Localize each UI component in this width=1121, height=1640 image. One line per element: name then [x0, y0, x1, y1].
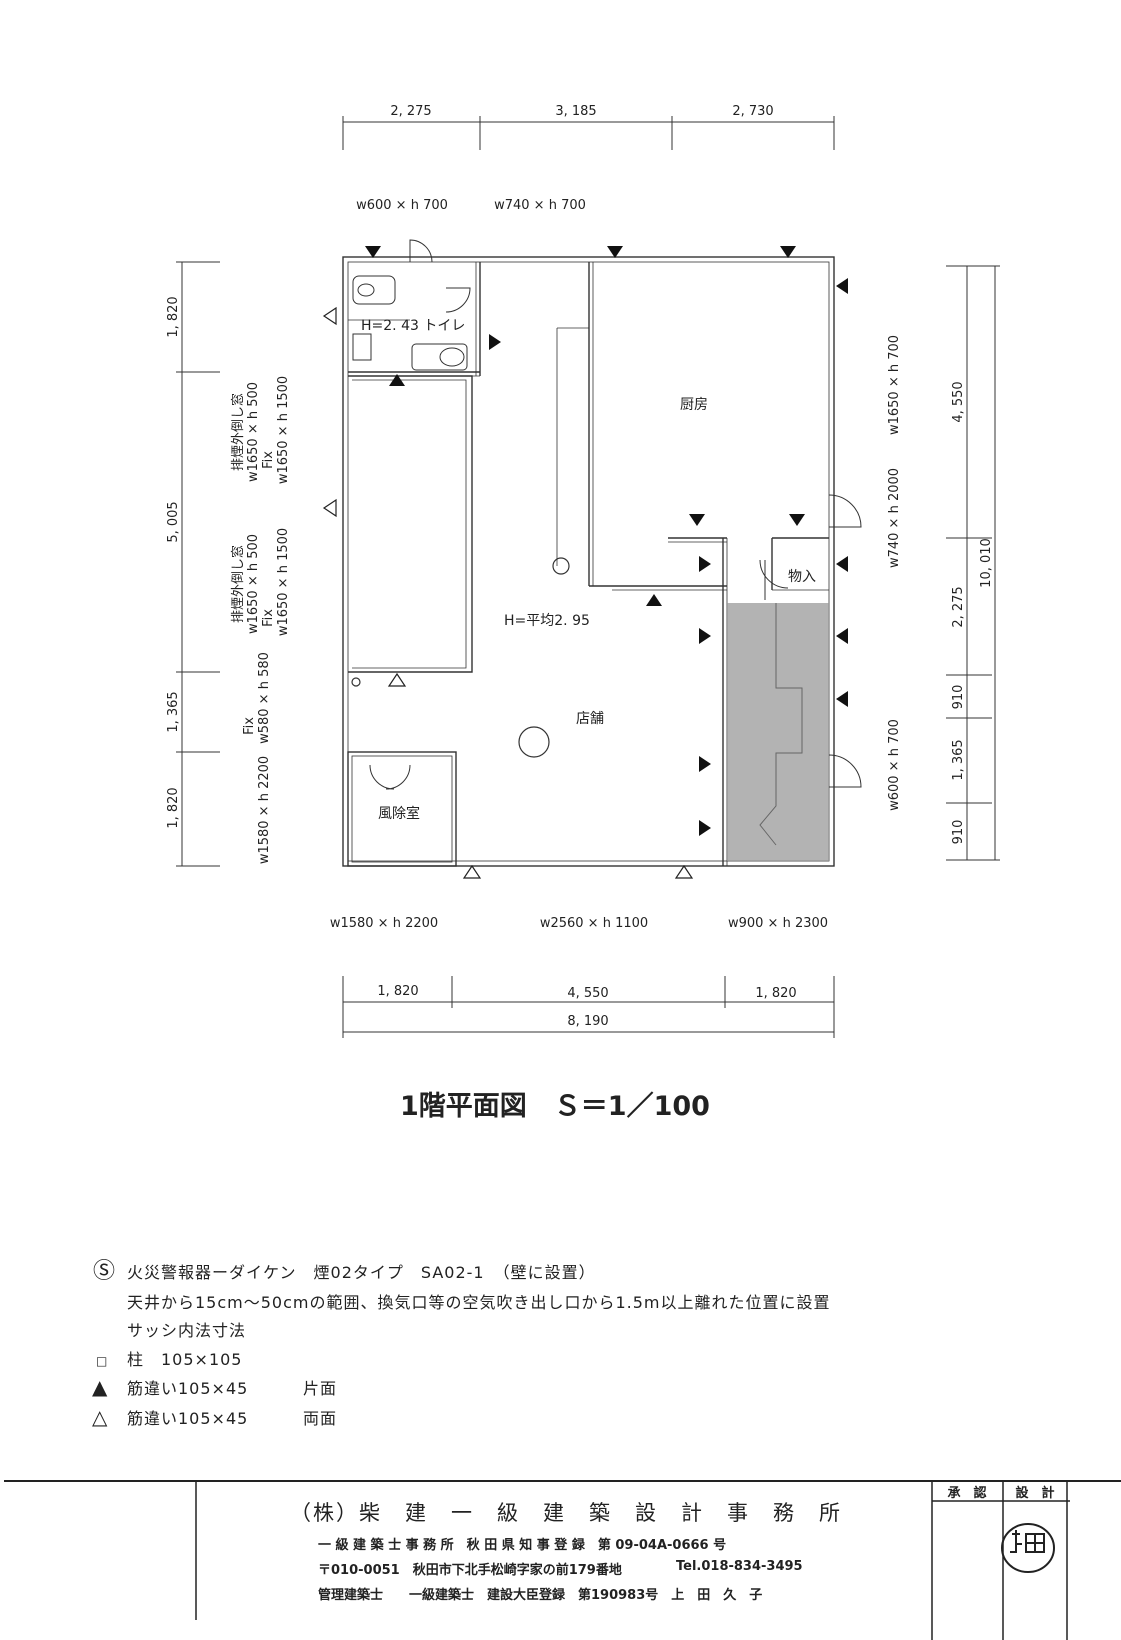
ceiling-height: H=平均2. 95	[504, 613, 590, 629]
opening-bottom-2: w2560 × h 1100	[540, 916, 648, 931]
legend-smoke-text-1: 火災警報器ーダイケン 煙02タイプ SA02-1 （壁に設置）	[127, 1263, 596, 1282]
room-kitchen: 厨房	[680, 397, 708, 413]
dim-left-4: 1, 820	[166, 787, 181, 828]
opening-top-2: w740 × h 700	[494, 198, 586, 213]
opening-left-b-3: Fix	[261, 609, 276, 627]
legend-brace-single-text: 筋違い105×45	[127, 1379, 249, 1398]
filled-triangle-icon: ▲	[92, 1375, 109, 1399]
column-square-icon: □	[96, 1354, 109, 1368]
walls	[342, 256, 835, 867]
dim-bottom-total: 8, 190	[567, 1014, 608, 1029]
drawing-title: 1階平面図 Ｓ＝1／100	[400, 1091, 710, 1122]
right-dimension-lines	[946, 265, 1000, 861]
room-toilet: H=2. 43 トイレ	[361, 318, 465, 334]
top-dimension-line	[342, 116, 835, 150]
office-tel: Tel.018-834-3495	[676, 1559, 803, 1574]
dim-right-5: 910	[951, 820, 966, 845]
dim-top-3: 2, 730	[732, 104, 773, 119]
bottom-dimension-lines	[342, 976, 835, 1038]
legend-smoke-text-2-row: 天井から15cm～50cmの範囲、換気口等の空気吹き出し口から1.5m以上離れた…	[127, 1289, 831, 1313]
title-block-frame	[4, 1480, 1121, 1640]
opening-top-1: w600 × h 700	[356, 198, 448, 213]
designer-stamp	[1001, 1523, 1055, 1573]
toilet-fixtures	[352, 275, 468, 371]
door-swings	[369, 239, 862, 790]
dim-bottom-3: 1, 820	[755, 986, 796, 1001]
opening-right-2: w740 × h 2000	[887, 468, 902, 568]
dim-right-total: 10, 010	[979, 538, 994, 588]
opening-left-a-2: w1650 × h 500	[246, 382, 261, 482]
stair-hatch	[727, 603, 829, 861]
dim-left-3: 1, 365	[166, 691, 181, 732]
left-dimension-line	[176, 261, 220, 867]
opening-left-b-2: w1650 × h 500	[246, 534, 261, 634]
brace-double-markers	[322, 306, 694, 879]
legend-brace-single-row: ▲ 筋違い105×45 片面	[92, 1375, 337, 1399]
dim-right-2: 2, 275	[951, 586, 966, 627]
legend-column-text: 柱 105×105	[127, 1350, 243, 1369]
office-name: （株）柴 建 一 級 建 築 設 計 事 務 所	[290, 1501, 842, 1525]
opening-left-c-2: w580 × h 580	[257, 652, 272, 744]
opening-left-a-1: 排煙外倒し窓	[230, 393, 246, 471]
legend-smoke-detector: Ⓢ 火災警報器ーダイケン 煙02タイプ SA02-1 （壁に設置）	[93, 1253, 596, 1285]
legend-brace-double-text: 筋違い105×45	[127, 1409, 249, 1428]
legend-sash-row: サッシ内法寸法	[127, 1317, 246, 1341]
opening-left-b-1: 排煙外倒し窓	[230, 545, 246, 623]
dim-bottom-1: 1, 820	[377, 984, 418, 999]
office-address: 〒010-0051 秋田市下北手松崎字家の前179番地	[318, 1563, 622, 1578]
opening-left-b-4: w1650 × h 1500	[276, 528, 291, 636]
opening-bottom-1: w1580 × h 2200	[330, 916, 438, 931]
opening-right-1: w1650 × h 700	[887, 335, 902, 435]
opening-left-c-1: Fix	[242, 717, 257, 735]
dim-bottom-2: 4, 550	[567, 986, 608, 1001]
office-registration: 一 級 建 築 士 事 務 所 秋 田 県 知 事 登 録 第 09-04A-0…	[318, 1538, 727, 1553]
opening-left-d: w1580 × h 2200	[257, 756, 272, 864]
room-storage: 物入	[788, 569, 816, 585]
round-columns	[351, 557, 570, 758]
opening-bottom-3: w900 × h 2300	[728, 916, 828, 931]
dim-right-4: 1, 365	[951, 739, 966, 780]
legend-sash-text: サッシ内法寸法	[127, 1321, 247, 1340]
brace-single-markers	[365, 246, 848, 836]
outline-triangle-icon: △	[92, 1405, 109, 1429]
dim-top-1: 2, 275	[390, 104, 431, 119]
room-vestibule: 風除室	[378, 805, 420, 822]
dim-left-1: 1, 820	[166, 296, 181, 337]
smoke-detector-icon: Ⓢ	[93, 1259, 117, 1284]
legend-brace-single-note: 片面	[303, 1379, 338, 1398]
office-architect: 管理建築士 一級建築士 建設大臣登録 第190983号 上 田 久 子	[318, 1588, 763, 1603]
dim-right-3: 910	[951, 685, 966, 710]
dim-right-1: 4, 550	[951, 381, 966, 422]
room-shop: 店舗	[576, 711, 604, 727]
dim-left-2: 5, 005	[166, 501, 181, 542]
design-header: 設 計	[1015, 1485, 1054, 1501]
approval-header: 承 認	[947, 1485, 986, 1501]
legend-brace-double-row: △ 筋違い105×45 両面	[92, 1405, 337, 1429]
legend-smoke-text-2: 天井から15cm～50cmの範囲、換気口等の空気吹き出し口から1.5m以上離れた…	[127, 1293, 831, 1312]
legend-column-row: □ 柱 105×105	[96, 1346, 243, 1370]
legend-brace-double-note: 両面	[303, 1409, 338, 1428]
opening-left-a-3: Fix	[261, 451, 276, 469]
opening-left-a-4: w1650 × h 1500	[276, 376, 291, 484]
dim-top-2: 3, 185	[555, 104, 596, 119]
opening-right-3: w600 × h 700	[887, 719, 902, 811]
